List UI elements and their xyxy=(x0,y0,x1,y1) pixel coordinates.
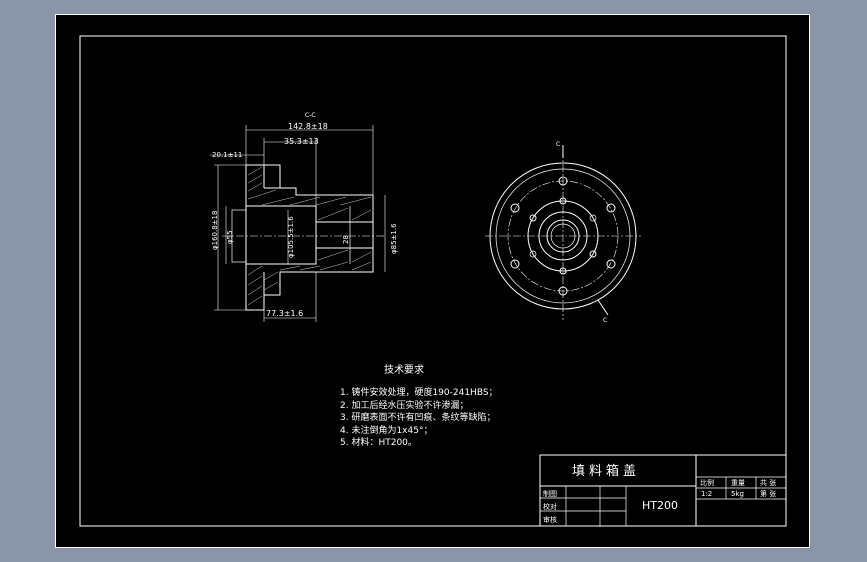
dim-flange-diameter: φ160.8±18 xyxy=(211,211,219,250)
front-view: C C xyxy=(485,141,641,324)
scale-value: 1:2 xyxy=(701,490,712,498)
dim-flange-thickness: 20.1±11 xyxy=(212,151,242,159)
bolt-holes xyxy=(510,176,616,296)
section-hatching xyxy=(247,166,372,306)
material-label: HT200 xyxy=(642,499,678,512)
dim-overall-length: 142.8±18 xyxy=(288,122,328,131)
dimensions xyxy=(210,125,386,322)
dim-outer-diameter: φ85±1.6 xyxy=(390,223,398,254)
dim-inner-small: 28 xyxy=(342,235,350,244)
cut-label-bottom: C xyxy=(603,317,607,324)
inner-frame xyxy=(79,35,787,527)
total-header: 共 张 xyxy=(760,478,776,487)
tech-item-5: 5. 材料：HT200。 xyxy=(340,436,417,448)
scale-header: 比例 xyxy=(700,478,714,487)
drawn-label: 制图 xyxy=(543,489,557,498)
tech-requirements: 技术要求 1. 铸件安效处理，硬度190-241HBS； 2. 加工后经水压实验… xyxy=(340,363,498,448)
section-label: C-C xyxy=(305,112,316,119)
dim-mid-diameter: φ105.5±1.6 xyxy=(287,216,295,258)
weight-header: 重量 xyxy=(731,479,745,487)
tech-item-3: 3. 研磨表面不许有凹痕、条纹等缺陷； xyxy=(340,411,495,423)
bore xyxy=(245,205,317,265)
weight-value: 5kg xyxy=(731,490,744,498)
part-name: 填料箱盖 xyxy=(572,463,640,479)
tech-item-2: 2. 加工后经水压实验不许渗漏； xyxy=(340,399,468,411)
approved-label: 审核 xyxy=(543,515,557,524)
dim-step-length: 35.3±13 xyxy=(284,137,319,146)
part-outline xyxy=(245,164,374,311)
tech-item-1: 1. 铸件安效处理，硬度190-241HBS； xyxy=(340,386,498,398)
cut-label-top: C xyxy=(556,141,560,148)
tech-item-4: 4. 未注倒角为1x45°； xyxy=(340,424,432,436)
dim-base-length: 77.3±1.6 xyxy=(266,309,303,318)
title-block: 填料箱盖 比例 重量 共 张 1:2 5kg 第 张 制图 校对 审核 HT20… xyxy=(539,454,787,527)
checked-label: 校对 xyxy=(543,502,557,511)
tech-title: 技术要求 xyxy=(384,363,424,376)
drawing-sheet xyxy=(55,14,810,548)
sheet-header: 第 张 xyxy=(760,489,776,498)
section-view: C-C xyxy=(210,112,398,322)
dim-bore-diameter: φ55 xyxy=(226,230,234,244)
